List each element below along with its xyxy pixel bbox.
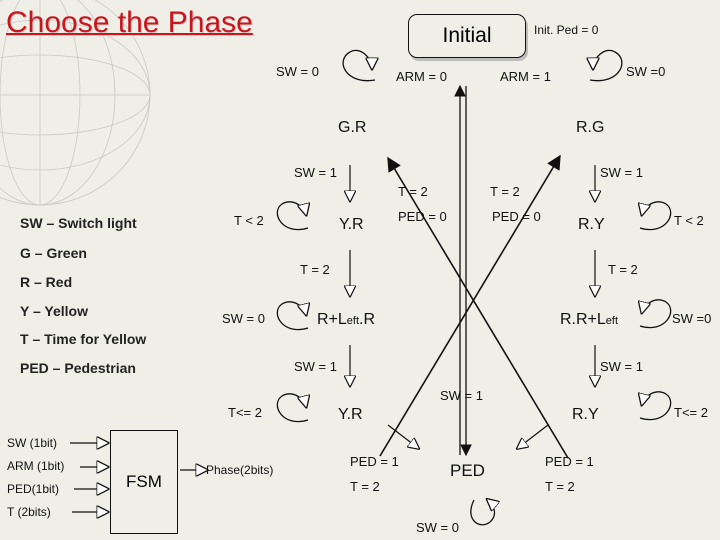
- loop-rrl-left: [276, 301, 308, 331]
- label-sw0-left: SW = 0: [222, 311, 265, 326]
- state-rg: R.G: [576, 119, 605, 136]
- arrow-ry2-ped: [518, 424, 549, 448]
- state-rrl-left-tail: .R: [359, 311, 376, 328]
- label-sw1-center: SW = 1: [440, 388, 483, 403]
- fsm-block: FSM: [110, 430, 178, 534]
- label-tle2-left: T<= 2: [228, 405, 262, 420]
- loop-rrl-right: [640, 299, 672, 329]
- state-ry2: R.Y: [572, 406, 599, 423]
- initial-note: Init. Ped = 0: [534, 23, 599, 37]
- loop-ry: [640, 201, 672, 231]
- label-sw0-bottom: SW = 0: [416, 520, 459, 535]
- legend-sw: SW – Switch light: [20, 215, 137, 231]
- label-tlt2-right: T < 2: [674, 213, 704, 228]
- state-rrl-right: R.R+Left: [560, 312, 618, 328]
- loop-ped: [470, 500, 495, 526]
- label-ped0-a: PED = 0: [398, 209, 447, 224]
- legend-t: T – Time for Yellow: [20, 331, 147, 347]
- legend-g: G – Green: [20, 245, 87, 261]
- legend-ped: PED – Pedestrian: [20, 360, 136, 376]
- state-rrl-right-sub: eft: [605, 315, 619, 327]
- fsm-output-phase: Phase(2bits): [206, 463, 274, 477]
- label-t2-d: T = 2: [608, 262, 638, 277]
- label-tlt2-left: T < 2: [234, 213, 264, 228]
- loop-ry2: [640, 391, 672, 421]
- state-yr2: Y.R: [338, 406, 363, 423]
- legend-r: R – Red: [20, 274, 73, 290]
- label-t2-b: T = 2: [490, 184, 520, 199]
- label-sw0-right: SW =0: [672, 311, 712, 326]
- label-ped1-right: PED = 1: [545, 454, 594, 469]
- label-sw0-initial-right: SW =0: [626, 64, 666, 79]
- label-sw0-initial-left: SW = 0: [276, 64, 319, 79]
- state-rrl-left-sub: eft: [346, 315, 360, 327]
- label-ped1-left: PED = 1: [350, 454, 399, 469]
- arrow-diagonal-left: [387, 156, 569, 459]
- fsm-input-arm: ARM (1bit): [7, 459, 65, 473]
- state-yr: Y.R: [339, 216, 364, 233]
- fsm-input-t: T (2bits): [7, 505, 51, 519]
- label-t2-c: T = 2: [300, 262, 330, 277]
- loop-yr: [276, 201, 308, 231]
- label-sw1-left: SW = 1: [294, 165, 337, 180]
- state-ped: PED: [450, 461, 485, 480]
- label-t2-a: T = 2: [398, 184, 428, 199]
- state-initial-label: Initial: [442, 24, 492, 47]
- label-t2-e: T = 2: [350, 479, 380, 494]
- fsm-input-sw: SW (1bit): [7, 436, 58, 450]
- state-ry: R.Y: [578, 216, 605, 233]
- fsm-label: FSM: [126, 472, 162, 491]
- label-arm1: ARM = 1: [500, 69, 551, 84]
- loop-initial-right: [590, 49, 623, 82]
- fsm-input-ped: PED(1bit): [7, 482, 60, 496]
- state-initial: Initial: [408, 14, 526, 58]
- legend-y: Y – Yellow: [20, 303, 88, 319]
- label-arm0: ARM = 0: [396, 69, 447, 84]
- label-t2-f: T = 2: [545, 479, 575, 494]
- arrow-diagonal-right: [379, 154, 561, 457]
- state-rrl-left-main: R+L: [317, 311, 347, 328]
- loop-initial-left: [342, 49, 375, 82]
- label-sw1-d: SW = 1: [600, 359, 643, 374]
- label-sw1-right: SW = 1: [600, 165, 643, 180]
- label-ped0-b: PED = 0: [492, 209, 541, 224]
- state-gr: G.R: [338, 119, 367, 136]
- arrow-yr2-ped: [387, 424, 418, 448]
- loop-yr2: [276, 393, 308, 423]
- page-title: Choose the Phase: [6, 6, 253, 39]
- state-rrl-left: R+Left.R: [317, 312, 375, 328]
- label-sw1-c: SW = 1: [294, 359, 337, 374]
- state-rrl-right-main: R.R+L: [560, 311, 606, 328]
- label-tle2-right: T<= 2: [674, 405, 708, 420]
- globe-decoration: [0, 0, 151, 206]
